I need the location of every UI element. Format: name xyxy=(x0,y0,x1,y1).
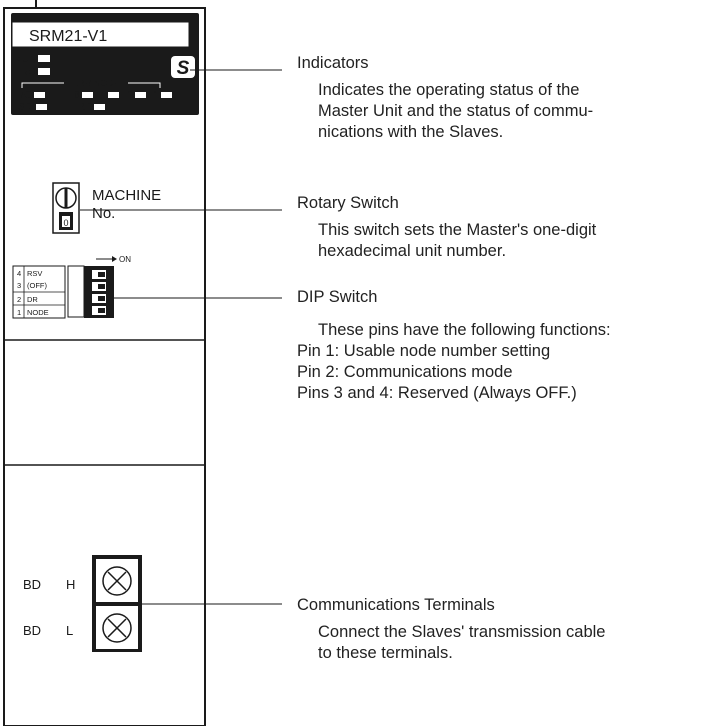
terminal-h-label-bd: BD xyxy=(23,577,41,592)
communications-terminal-block: BD H BD L xyxy=(23,555,142,652)
indicator-panel: SRM21-V1 RUN ERC S ERR NODE I/O 8 4 2 1 … xyxy=(11,13,199,115)
dip-pin-3-toggle xyxy=(98,284,105,289)
terminal-h-label-h: H xyxy=(66,577,75,592)
on-direction-arrowhead xyxy=(112,256,117,262)
terminal-l-label-bd: BD xyxy=(23,623,41,638)
rd-indicator-led xyxy=(94,104,105,110)
dip-legend-connector xyxy=(67,265,85,318)
annotation-rotary-switch-line-2: hexadecimal unit number. xyxy=(318,242,507,260)
annotation-dip-switch: DIP Switch These pins have the following… xyxy=(297,287,611,404)
model-label: SRM21-V1 xyxy=(29,28,107,45)
dip-pin-2-toggle xyxy=(98,296,105,301)
annotation-indicators-line-3: nications with the Slaves. xyxy=(318,123,504,141)
annotation-indicators: Indicators Indicates the operating statu… xyxy=(297,53,593,143)
node-bit-4-led xyxy=(108,92,119,98)
dip-pin-2-number: 2 xyxy=(17,295,21,304)
erc-indicator-label: ERC xyxy=(13,66,36,78)
annotation-terminals-title: Communications Terminals xyxy=(297,596,495,614)
dip-switch[interactable]: ON 4 RSV 3 (OFF) 2 DR 1 NODE xyxy=(12,255,131,319)
terminal-l-label-l: L xyxy=(66,623,73,638)
terminal-h-screw[interactable] xyxy=(102,566,132,596)
machine-label: MACHINE xyxy=(92,187,161,204)
dip-pin-3-text: (OFF) xyxy=(27,281,47,290)
dip-pin-4-number: 4 xyxy=(17,269,21,278)
brand-logo-badge xyxy=(171,56,195,78)
io-indicator-label: I/O xyxy=(18,90,32,101)
annotation-dip-switch-line-2: Pin 1: Usable node number setting xyxy=(297,342,551,360)
node-bit-1-led xyxy=(161,92,172,98)
node-bit-2-led xyxy=(135,92,146,98)
rotary-switch-mark: 0 xyxy=(63,218,68,228)
annotation-dip-switch-line-3: Pin 2: Communications mode xyxy=(297,363,513,381)
err-node-label-backdrop xyxy=(64,77,128,88)
dip-pin-1-text: NODE xyxy=(27,308,49,317)
rd-indicator-label: RD xyxy=(78,102,92,113)
dip-pin-4-toggle xyxy=(98,272,105,277)
annotation-dip-switch-line-1: These pins have the following functions: xyxy=(318,321,611,339)
node-bit-8-led xyxy=(82,92,93,98)
annotation-terminals: Communications Terminals Connect the Sla… xyxy=(297,595,605,664)
node-bit-2-label: 2 xyxy=(127,90,133,101)
run-indicator-led xyxy=(38,55,50,62)
node-bit-4-label: 4 xyxy=(100,90,106,101)
machine-no-label: No. xyxy=(92,205,115,222)
annotation-terminals-line-2: to these terminals. xyxy=(318,644,453,662)
sd-indicator-led xyxy=(36,104,47,110)
sd-indicator-label: SD xyxy=(18,102,32,113)
dip-pin-2-text: DR xyxy=(27,295,38,304)
annotation-indicators-line-2: Master Unit and the status of commu- xyxy=(318,102,594,120)
on-label: ON xyxy=(119,255,131,264)
dip-pin-1-toggle xyxy=(98,308,105,313)
dip-pin-4-text: RSV xyxy=(27,269,42,278)
node-bit-1-label: 1 xyxy=(153,90,159,101)
annotation-dip-switch-title: DIP Switch xyxy=(297,288,378,306)
io-indicator-led xyxy=(34,92,45,98)
terminal-l-screw-slot-b xyxy=(107,618,127,638)
annotation-rotary-switch: Rotary Switch This switch sets the Maste… xyxy=(297,193,596,262)
rotary-switch[interactable]: 0 MACHINE No. xyxy=(52,182,161,234)
dip-pin-3-number: 3 xyxy=(17,281,21,290)
brand-logo: S xyxy=(171,56,195,79)
terminal-h-screw-slot-b xyxy=(107,571,127,591)
node-bit-8-label: 8 xyxy=(74,90,80,101)
run-indicator-label: RUN xyxy=(13,53,37,65)
annotation-indicators-title: Indicators xyxy=(297,54,369,72)
annotation-rotary-switch-line-1: This switch sets the Master's one-digit xyxy=(318,221,597,239)
annotation-indicators-line-1: Indicates the operating status of the xyxy=(318,81,580,99)
erc-indicator-led xyxy=(38,68,50,75)
dip-pin-1-number: 1 xyxy=(17,308,21,317)
terminal-l-screw[interactable] xyxy=(102,613,132,643)
rotary-switch-window-inner xyxy=(62,216,70,227)
annotation-dip-switch-line-4: Pins 3 and 4: Reserved (Always OFF.) xyxy=(297,384,577,402)
err-node-label: ERR NODE xyxy=(72,78,120,88)
model-label-box xyxy=(11,21,190,48)
brand-logo-letter: S xyxy=(177,58,190,79)
annotation-terminals-line-1: Connect the Slaves' transmission cable xyxy=(318,623,606,641)
annotation-rotary-switch-title: Rotary Switch xyxy=(297,194,399,212)
